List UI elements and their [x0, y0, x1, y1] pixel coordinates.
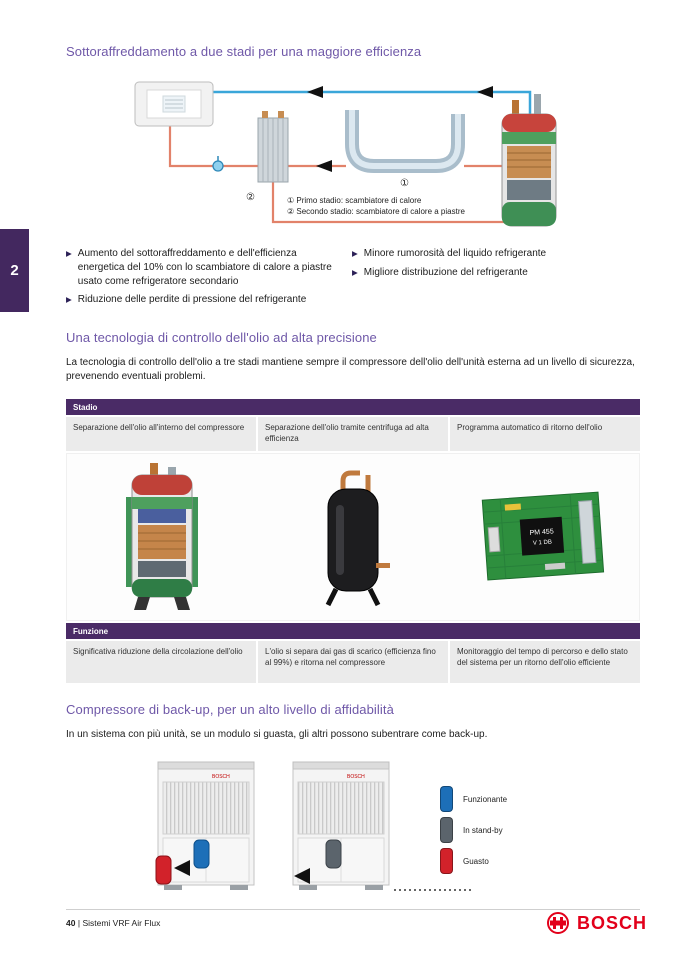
compressor-image	[67, 454, 258, 620]
section-heading-oil-control: Una tecnologia di controllo dell'olio ad…	[66, 330, 377, 345]
flow-arrow-icon	[307, 86, 323, 98]
status-pill-fault	[155, 855, 172, 885]
unit-brand-label: BOSCH	[347, 774, 365, 780]
bosch-wordmark: BOSCH	[577, 912, 648, 933]
table-cell: Monitoraggio del tempo di percorso e del…	[450, 641, 640, 683]
status-pill-standby	[325, 839, 342, 869]
outdoor-units-svg: BOSCH BOSCH	[155, 761, 472, 891]
page-number: 40	[66, 918, 76, 928]
list-item: ▶ Minore rumorosità del liquido refriger…	[352, 247, 630, 261]
benefit-list-right: ▶ Minore rumorosità del liquido refriger…	[352, 247, 630, 285]
table-cell: Separazione dell'olio tramite centrifuga…	[258, 417, 448, 451]
diagram-legend-line1: ① Primo stadio: scambiatore di calore	[287, 196, 422, 205]
table-cell: Significativa riduzione della circolazio…	[66, 641, 256, 683]
bosch-logo: BOSCH	[546, 911, 647, 935]
legend-swatch-standby	[440, 817, 453, 843]
footer-text: 40 | Sistemi VRF Air Flux	[66, 918, 160, 928]
table-cell: L'olio si separa dai gas di scarico (eff…	[258, 641, 448, 683]
table-row-stages: Separazione dell'olio all'interno del co…	[66, 417, 640, 451]
legend-item-fault: Guasto	[440, 848, 507, 874]
table-header-funzione: Funzione	[66, 623, 640, 639]
flow-arrow-icon	[477, 86, 493, 98]
marker-2: ②	[246, 192, 255, 203]
legend-label: Guasto	[463, 856, 489, 866]
expansion-valve-icon	[212, 156, 224, 172]
oil-separator-icon	[325, 470, 390, 607]
legend-item-running: Funzionante	[440, 786, 507, 812]
section-heading-backup: Compressore di back-up, per un alto live…	[66, 702, 394, 717]
bullet-triangle-icon: ▶	[66, 295, 72, 305]
liquid-pipe-1	[168, 126, 258, 168]
chapter-number: 2	[10, 262, 19, 279]
benefit-list-left: ▶ Aumento del sottoraffreddamento e dell…	[66, 247, 344, 312]
pcb-chip-label-2: V 1 DB	[532, 539, 551, 546]
oil-control-table: Stadio Separazione dell'olio all'interno…	[66, 399, 640, 685]
footer-rule	[66, 909, 640, 910]
cassette-indoor-unit	[134, 81, 214, 127]
plate-heat-exchanger	[257, 111, 289, 183]
bullet-text: Riduzione delle perdite di pressione del…	[77, 294, 307, 306]
refrigerant-circuit-diagram: ① ②	[100, 70, 582, 242]
compressor-cutaway-icon	[126, 463, 199, 610]
pcb-image: PM 455 V 1 DB	[448, 454, 639, 620]
legend-label: In stand-by	[463, 825, 503, 835]
legend-swatch-running	[440, 786, 453, 812]
bosch-armature-icon	[547, 912, 569, 934]
outdoor-unit-1: BOSCH	[157, 761, 255, 890]
pcb-icon: PM 455 V 1 DB	[481, 491, 604, 581]
circuit-diagram-svg: ① ②	[134, 81, 557, 227]
list-item: ▶ Aumento del sottoraffreddamento e dell…	[66, 247, 344, 288]
section-heading-subcooling: Sottoraffreddamento a due stadi per una …	[66, 44, 422, 59]
bullet-triangle-icon: ▶	[352, 268, 358, 277]
oil-control-intro: La tecnologia di controllo dell'olio a t…	[66, 357, 635, 383]
status-pill-running	[193, 839, 210, 869]
status-legend: Funzionante In stand-by Guasto	[440, 786, 507, 879]
bullet-triangle-icon: ▶	[352, 249, 358, 258]
table-cell: Separazione dell'olio all'interno del co…	[66, 417, 256, 451]
table-header-stadio: Stadio	[66, 399, 640, 415]
table-cell: Programma automatico di ritorno dell'oli…	[450, 417, 640, 451]
unit-brand-label: BOSCH	[212, 774, 230, 780]
bullet-text: Aumento del sottoraffreddamento e dell'e…	[77, 248, 332, 287]
legend-label: Funzionante	[463, 794, 508, 804]
list-item: ▶ Migliore distribuzione del refrigerant…	[352, 266, 630, 280]
compressor-cutaway-small	[501, 94, 557, 227]
chapter-tab: 2	[0, 229, 29, 312]
pcb-chip-label-1: PM 455	[529, 528, 554, 537]
failover-arrow-icon	[294, 868, 310, 884]
table-row-images: PM 455 V 1 DB	[66, 453, 640, 621]
legend-item-standby: In stand-by	[440, 817, 507, 843]
marker-1: ①	[400, 178, 409, 189]
outdoor-units-illustration: BOSCH BOSCH	[150, 752, 482, 904]
diagram-legend-line2: ② Secondo stadio: scambiatore di calore …	[287, 207, 465, 216]
footer-label: Sistemi VRF Air Flux	[82, 918, 161, 928]
cold-gas-pipe	[213, 90, 532, 114]
flow-arrow-icon	[316, 160, 332, 172]
subcooler-u-channel	[345, 110, 465, 173]
bullet-text: Minore rumorosità del liquido refrigeran…	[363, 248, 547, 259]
oil-separator-image	[258, 454, 449, 620]
table-row-functions: Significativa riduzione della circolazio…	[66, 641, 640, 683]
backup-intro: In un sistema con più unità, se un modul…	[66, 729, 488, 740]
list-item: ▶ Riduzione delle perdite di pressione d…	[66, 293, 344, 307]
failover-arrow-icon	[174, 860, 190, 876]
bullet-text: Migliore distribuzione del refrigerante	[363, 267, 528, 278]
bullet-triangle-icon: ▶	[66, 249, 72, 258]
footer-separator: |	[77, 918, 81, 928]
legend-swatch-fault	[440, 848, 453, 874]
